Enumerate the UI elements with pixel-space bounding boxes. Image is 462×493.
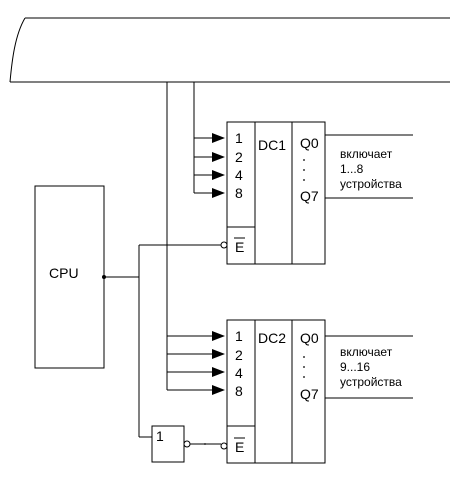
dc2-note-line2: 9...16 bbox=[340, 360, 370, 374]
dc1-input-lines bbox=[193, 133, 225, 198]
enable-wiring bbox=[138, 245, 152, 438]
dc1-input-8: 8 bbox=[235, 185, 243, 201]
dc2-body bbox=[254, 319, 293, 464]
dc1-body bbox=[254, 121, 293, 265]
dc1-note-line1: включает bbox=[340, 147, 393, 161]
dc1-note-line3: устройства bbox=[340, 177, 402, 191]
dc2-output-q0: Q0 bbox=[300, 330, 319, 346]
dc1-output-q7: Q7 bbox=[300, 188, 319, 204]
decoder-dc2: 1 2 4 8 E DC2 Q0 Q7 включает 9...16 устр… bbox=[166, 319, 413, 464]
bus-drop-lines bbox=[166, 82, 195, 336]
dc2-output-dots bbox=[303, 356, 305, 378]
dc1-input-4: 4 bbox=[235, 167, 243, 183]
inverter-box bbox=[151, 425, 185, 463]
dc1-enable-bubble bbox=[220, 241, 228, 249]
cpu-block: CPU bbox=[34, 185, 139, 369]
dc1-input-section bbox=[226, 121, 256, 265]
dc1-output-section bbox=[291, 121, 326, 265]
inverter-output-bubble bbox=[183, 440, 191, 448]
inverter-label: 1 bbox=[156, 428, 164, 444]
dc2-note-line1: включает bbox=[340, 345, 393, 359]
dc2-input-4: 4 bbox=[235, 365, 243, 381]
dc2-output-q7: Q7 bbox=[300, 386, 319, 402]
dc1-enable-label: E bbox=[235, 239, 244, 255]
dc1-title: DC1 bbox=[258, 137, 286, 153]
address-bus bbox=[9, 17, 450, 83]
dc2-enable-bubble bbox=[220, 442, 228, 450]
cpu-label: CPU bbox=[49, 265, 79, 281]
dc2-note-line3: устройства bbox=[340, 375, 402, 389]
dc2-input-lines bbox=[166, 331, 225, 395]
dc2-input-2: 2 bbox=[235, 347, 243, 363]
dc1-input-2: 2 bbox=[235, 149, 243, 165]
decoder-dc1: 1 2 4 8 E DC1 Q0 Q7 включает 1...8 устро… bbox=[139, 121, 413, 265]
dc1-note-line2: 1...8 bbox=[340, 162, 364, 176]
dc2-output-section bbox=[291, 319, 326, 464]
dc1-input-1: 1 bbox=[235, 130, 243, 146]
dc2-input-1: 1 bbox=[235, 328, 243, 344]
inverter-gate: 1 bbox=[151, 425, 221, 463]
dc2-input-8: 8 bbox=[235, 383, 243, 399]
dc2-enable-label: E bbox=[235, 439, 244, 455]
dc1-output-q0: Q0 bbox=[300, 135, 319, 151]
dc2-title: DC2 bbox=[258, 330, 286, 346]
dc1-output-dots bbox=[303, 159, 305, 181]
